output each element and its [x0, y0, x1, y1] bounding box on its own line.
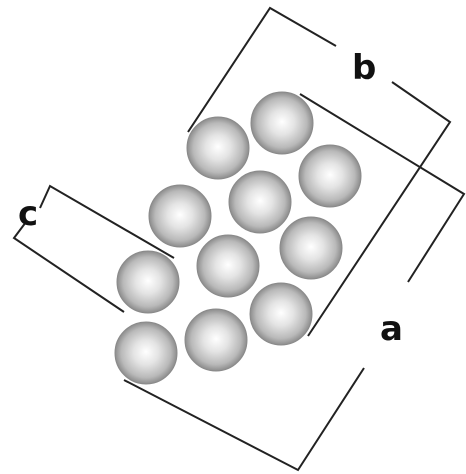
- sphere: [184, 308, 248, 372]
- dimension-label-c: c: [18, 194, 38, 234]
- dimension-a-bracket-top: [299, 93, 466, 283]
- dimension-b-bracket: [187, 6, 337, 133]
- dimension-a-bracket-bottom: [123, 367, 365, 472]
- sphere: [196, 234, 260, 298]
- sphere: [249, 282, 313, 346]
- sphere: [228, 170, 292, 234]
- dimension-c-bracket: [39, 184, 175, 259]
- spheres-group: [114, 91, 362, 385]
- dimension-c-bracket-lower: [12, 221, 125, 313]
- sphere: [250, 91, 314, 155]
- sphere: [186, 116, 250, 180]
- sphere: [298, 144, 362, 208]
- dimension-label-b: b: [352, 48, 376, 88]
- sphere: [148, 184, 212, 248]
- sphere: [279, 216, 343, 280]
- sphere: [114, 321, 178, 385]
- dimension-label-a: a: [380, 309, 403, 349]
- sphere: [116, 250, 180, 314]
- dimension-b-bracket-right: [307, 81, 452, 337]
